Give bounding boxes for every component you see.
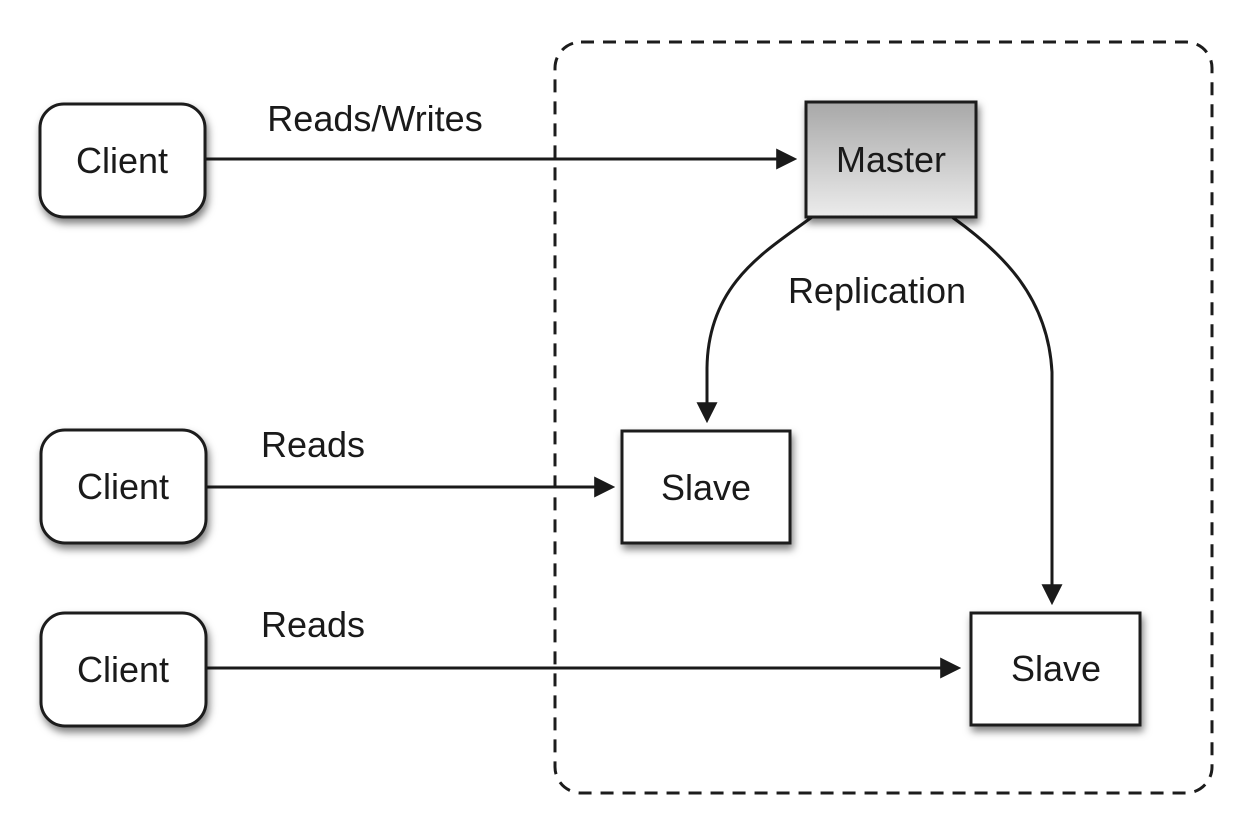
client-node-1: Client	[38, 102, 207, 219]
slave-node-1: Slave	[620, 429, 792, 545]
client2-box	[39, 428, 208, 545]
slave1-box	[620, 429, 792, 545]
master-box	[804, 100, 978, 219]
slave2-box	[969, 611, 1142, 727]
reads-label-bottom: Reads	[261, 604, 365, 645]
client1-label: Client	[76, 140, 168, 181]
client-node-2: Client	[39, 428, 208, 545]
replication-label: Replication	[788, 270, 966, 311]
slave-node-2: Slave	[969, 611, 1142, 727]
master-label: Master	[836, 139, 946, 180]
client3-label: Client	[77, 649, 169, 690]
cluster-boundary	[553, 40, 1214, 795]
master-node: Master	[804, 100, 978, 219]
client2-label: Client	[77, 466, 169, 507]
edges	[204, 148, 1063, 679]
client1-box	[38, 102, 207, 219]
reads-label-middle: Reads	[261, 424, 365, 465]
reads-writes-label: Reads/Writes	[267, 98, 482, 139]
client3-box	[39, 611, 208, 728]
edge-master-to-slave2	[951, 215, 1063, 606]
edge-master-to-slave1	[696, 215, 813, 424]
client-node-3: Client	[39, 611, 208, 728]
slave2-label: Slave	[1011, 648, 1101, 689]
slave1-label: Slave	[661, 467, 751, 508]
